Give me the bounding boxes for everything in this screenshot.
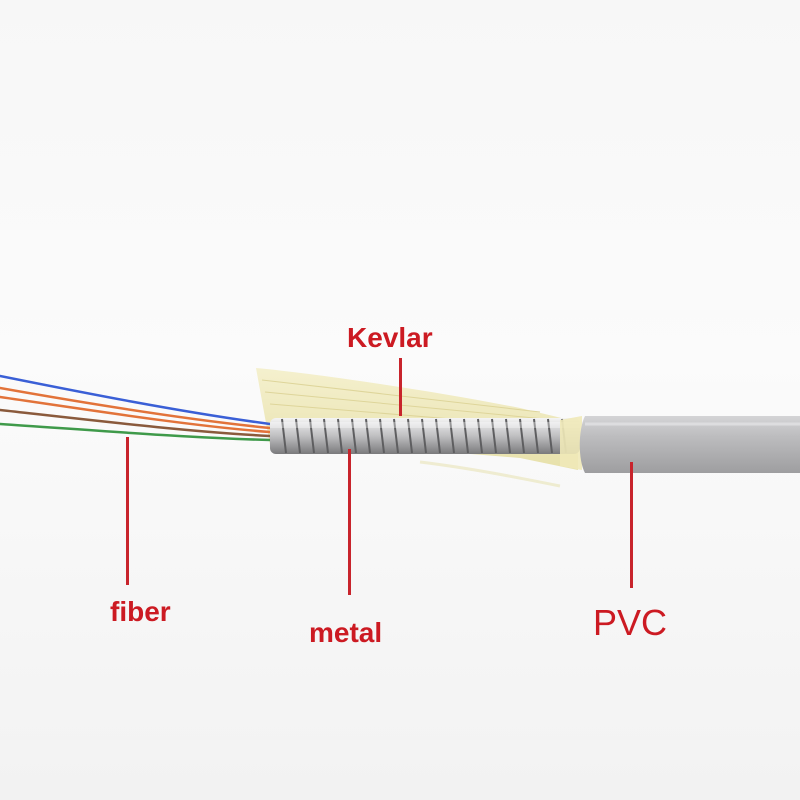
- fiber-strands: [0, 374, 272, 442]
- metal-pointer-line: [348, 449, 351, 595]
- pvc-label: PVC: [593, 602, 668, 643]
- fiber-label: fiber: [110, 596, 171, 627]
- kevlar-label: Kevlar: [347, 322, 433, 353]
- pvc-jacket: [579, 416, 800, 473]
- kevlar-tuft: [560, 416, 582, 470]
- pvc-pointer-line: [630, 462, 633, 588]
- kevlar-pointer-line: [399, 358, 402, 416]
- metal-label: metal: [309, 617, 383, 648]
- fiber-pointer-line: [126, 437, 129, 585]
- metal-armor: [270, 418, 580, 454]
